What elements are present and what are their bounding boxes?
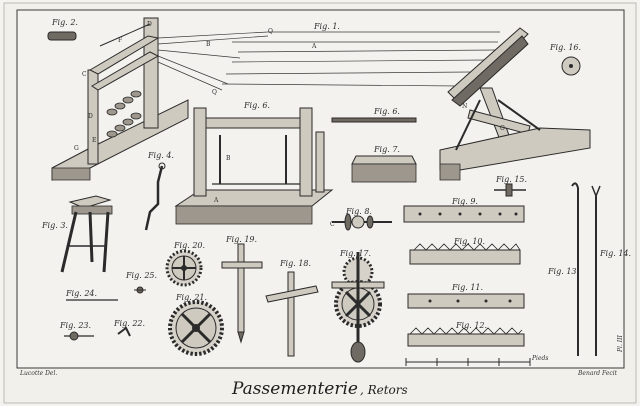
plate-title-main: Passementerie [231,379,358,399]
fig1-twisting-frame [51,17,591,181]
fig10-label: Fig. 10. [453,237,485,246]
letter-C-spindle: C [330,221,335,228]
fig22-label: Fig. 22. [113,319,145,328]
fig8-spindle [332,213,392,231]
fig13-label: Fig. 13. [547,267,579,276]
fig25-label: Fig. 25. [125,271,157,280]
plate-number: Pl. III [617,334,624,353]
fig3-stool [60,195,113,273]
fig15-label: Fig. 15. [495,175,527,184]
fig4-label: Fig. 4. [147,151,174,160]
fig12-label: Fig. 12. [455,321,487,330]
fig23-label: Fig. 23. [59,321,91,330]
fig17-label: Fig. 17. [339,249,371,258]
fig1-spools [106,90,142,138]
fig21-label: Fig. 21. [175,293,207,302]
letter-O: O [500,125,505,132]
letter-G: G [74,145,79,152]
fig1-strands [157,31,500,91]
fig11-bar [407,293,525,309]
credit-right: Benard Fecit [577,370,618,377]
fig8-label: Fig. 8. [345,207,372,216]
fig24-label: Fig. 24. [65,289,97,298]
letter-C: C [82,71,87,78]
fig19-cross [221,243,263,344]
scale-bar [405,358,531,366]
letter-D-top: D [147,21,152,28]
letter-A-strand: A [311,43,317,50]
fig23-part [64,331,94,341]
fig19-label: Fig. 19. [225,235,257,244]
plate-title: Passementerie, Retors [231,379,408,399]
fig17-geared-spindle [331,252,385,363]
fig6-rod [331,117,417,123]
letter-E: E [92,137,96,144]
letter-Q-bottom: Q [212,89,217,96]
fig20-label: Fig. 20. [173,241,205,250]
fig11-label: Fig. 11. [451,283,483,292]
fig7-block [351,155,417,183]
fig16-disc [561,56,581,76]
fig15-key [494,183,526,197]
letter-N: N [462,103,467,110]
fig4-hook [144,162,166,231]
credit-left: Lucotte Del. [19,370,57,377]
fig21-gear [168,300,224,356]
fig6-rod-label: Fig. 6. [373,107,400,116]
letter-B: B [206,41,211,48]
fig14-label: Fig. 14. [599,249,631,258]
fig12-bar [407,327,525,347]
fig16-label: Fig. 16. [549,43,581,52]
fig2-label: Fig. 2. [51,18,78,27]
scale-label: Pieds [531,355,548,362]
fig6-frame-label: Fig. 6. [243,101,270,110]
fig18-label: Fig. 18. [279,259,311,268]
fig1-label: Fig. 1. [313,22,340,31]
fig2-roller [47,31,77,41]
fig13-rod [571,182,579,356]
fig25-part [134,286,146,294]
fig20-gear [165,249,203,287]
letter-F: F [118,37,122,44]
fig9-bar [403,205,525,223]
letter-Q-top: Q [268,28,273,35]
letter-D: D [88,113,93,120]
plate-subtitle: , Retors [360,383,408,397]
letter-A-frame: A [213,197,219,204]
fig9-label: Fig. 9. [451,197,478,206]
fig10-bar [409,243,521,265]
fig6-frame [174,107,334,225]
fig14-rod [591,185,601,356]
fig3-label: Fig. 3. [41,221,68,230]
fig18-tpost [265,271,319,357]
fig7-label: Fig. 7. [373,145,400,154]
fig22-part [117,326,131,337]
letter-B-frame: B [226,155,231,162]
